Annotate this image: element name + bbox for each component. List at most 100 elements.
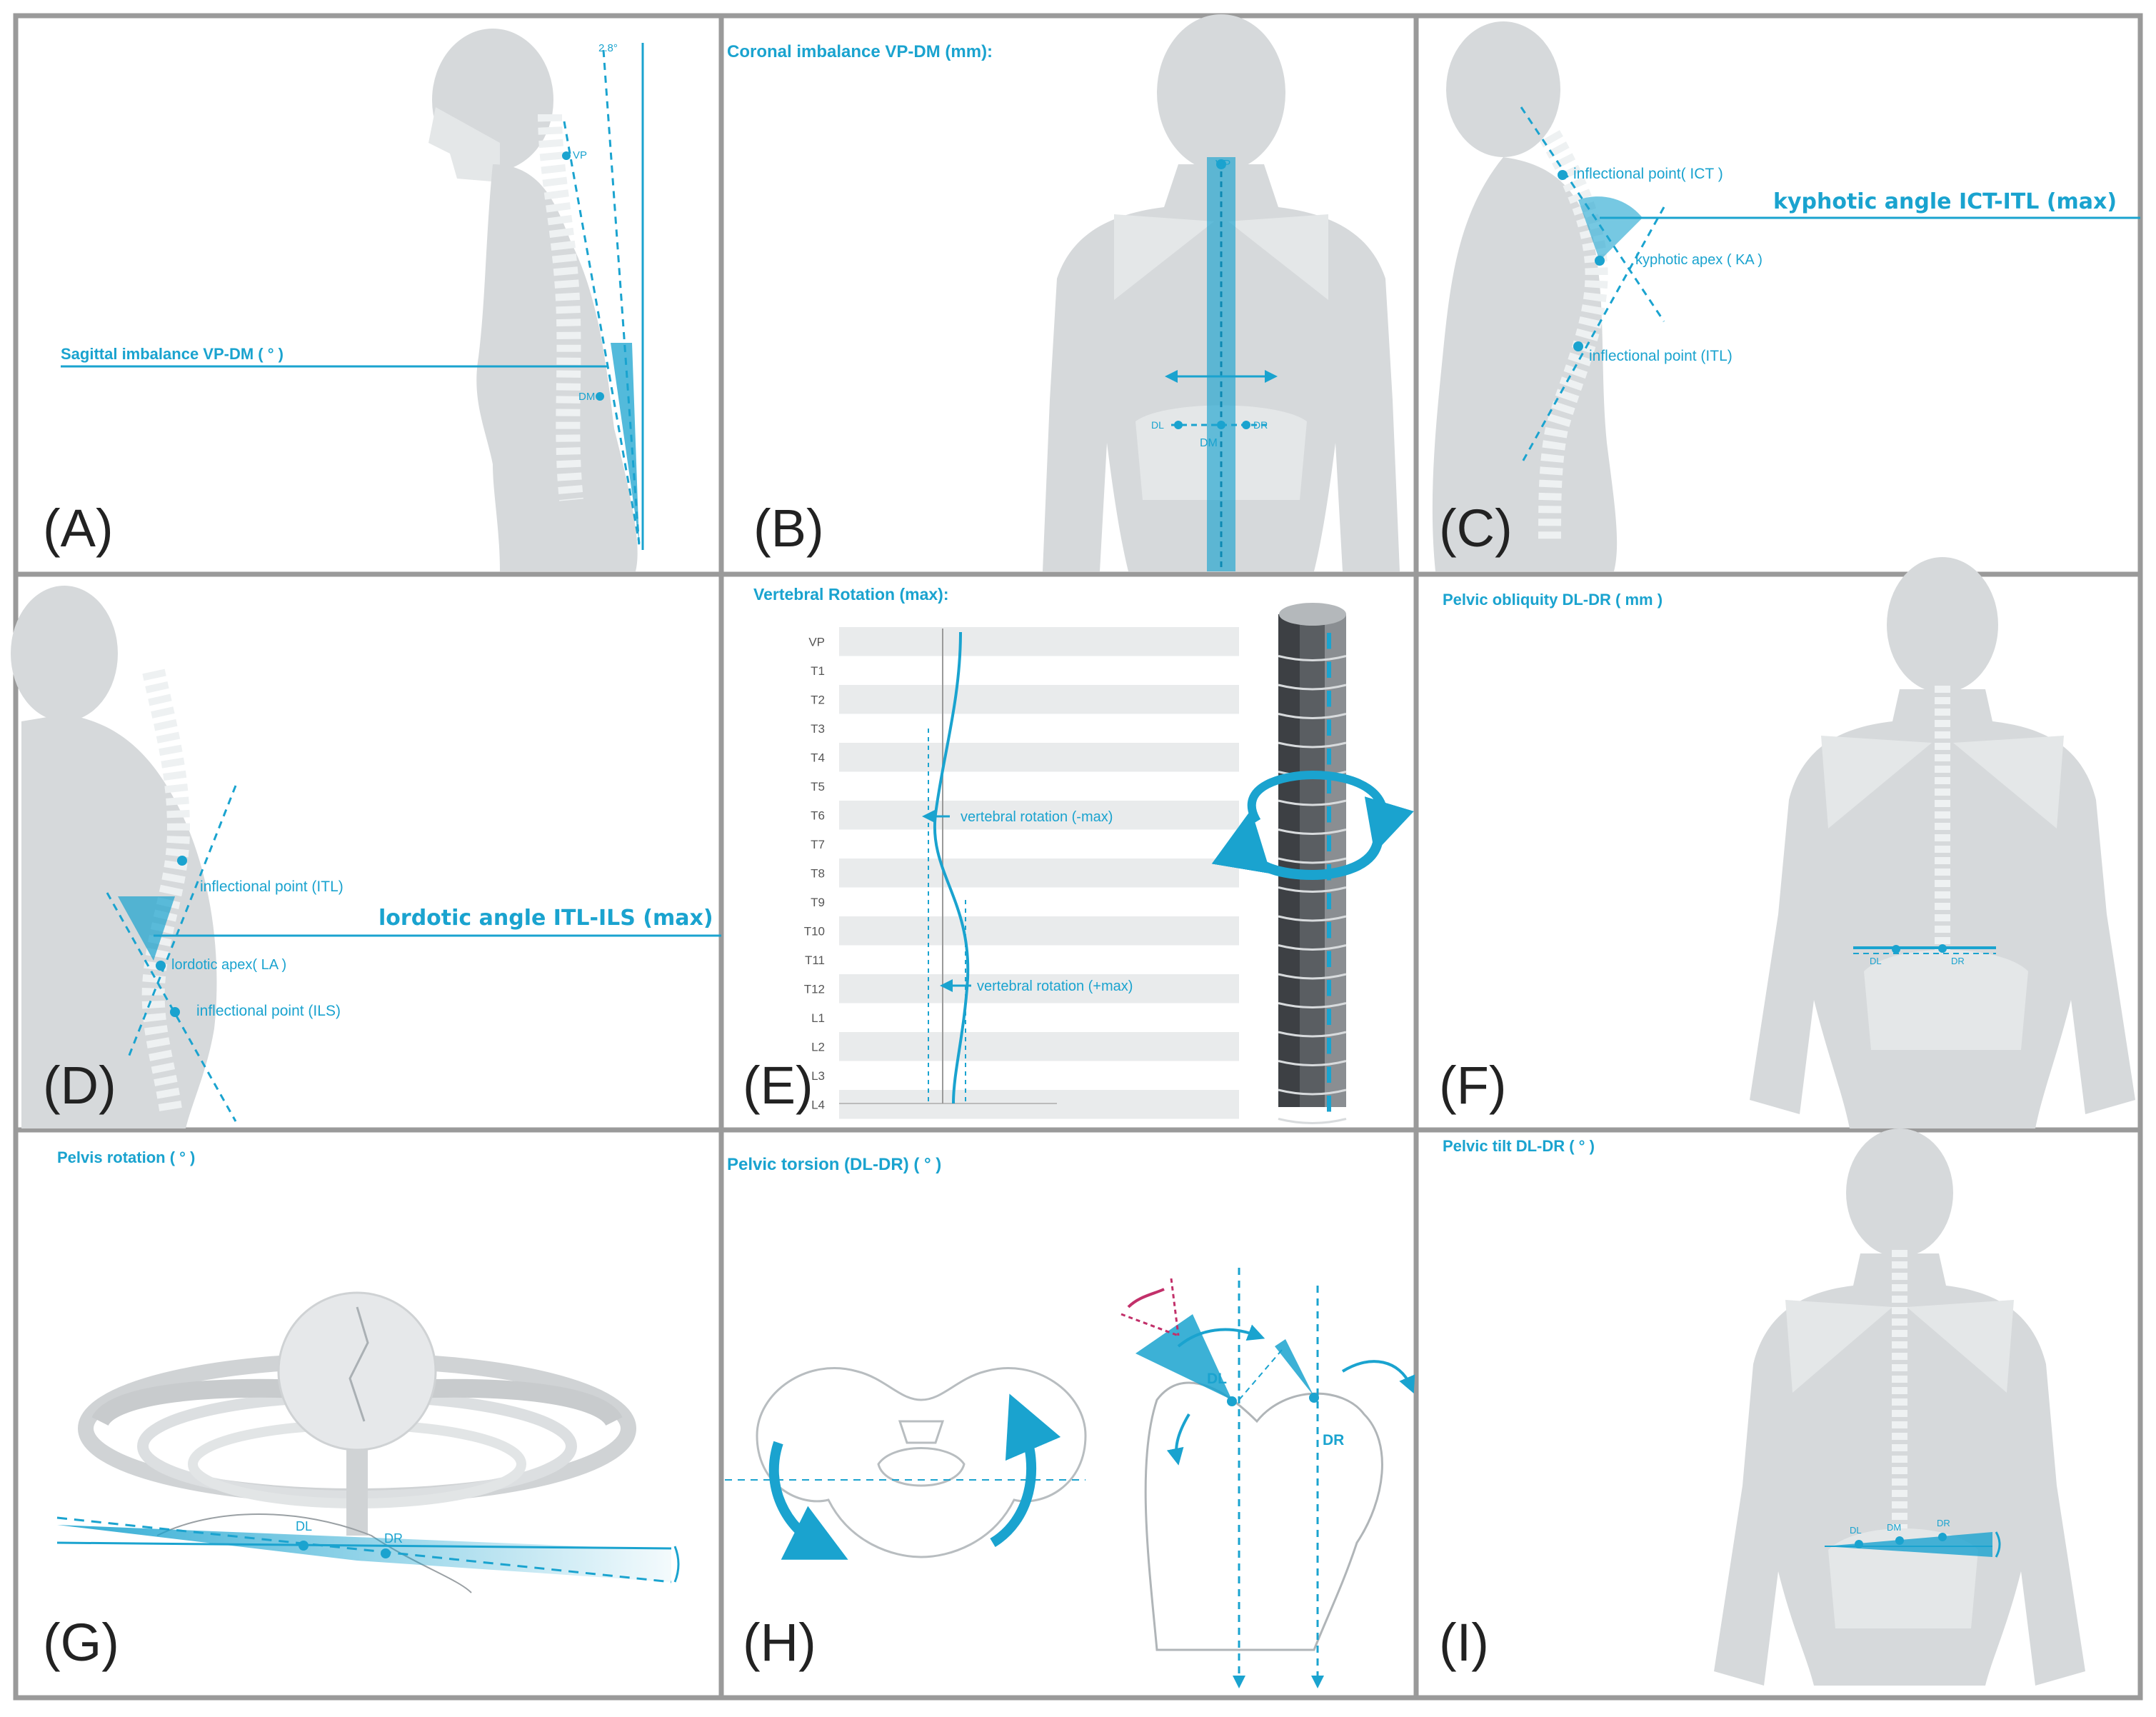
pos-rotation-label: vertebral rotation (+max) xyxy=(977,978,1133,994)
panel-i-title: Pelvic tilt DL-DR ( ° ) xyxy=(1443,1137,1595,1155)
vertebra-marker xyxy=(1327,1008,1331,1025)
dl-label: DL xyxy=(1850,1525,1862,1536)
level-label: T11 xyxy=(805,953,825,967)
vp-label: VP xyxy=(573,149,587,161)
vertebra-disc xyxy=(1278,1060,1347,1066)
dr-label: DR xyxy=(384,1531,403,1546)
level-stripes xyxy=(839,627,1239,1119)
panel-e: Vertebral Rotation (max): VPT1T2T3T4T5T6… xyxy=(743,585,1414,1124)
panel-grid-frame xyxy=(13,13,2143,1701)
vertebra-marker xyxy=(1327,893,1331,909)
spine-column xyxy=(538,114,583,501)
dr-label: DR xyxy=(1951,956,1965,966)
dm-label: DM xyxy=(1200,437,1218,449)
vertebra-marker xyxy=(1327,1038,1331,1054)
vertebra-disc xyxy=(1278,684,1347,691)
vertebra-marker xyxy=(1327,661,1331,678)
itl-label: inflectional point (ITL) xyxy=(200,878,344,895)
panel-d-title: lordotic angle ITL-ILS (max) xyxy=(378,906,713,931)
panel-f-letter: (F) xyxy=(1439,1056,1507,1115)
dl-label: DL xyxy=(1207,1371,1227,1387)
skull-icon xyxy=(1846,1128,1953,1257)
rotation-arrow-icon xyxy=(1247,770,1414,854)
vertebra-marker xyxy=(1327,1096,1331,1112)
panel-g-letter: (G) xyxy=(43,1613,119,1672)
level-stripe xyxy=(839,685,1239,714)
neg-rotation-label: vertebral rotation (-max) xyxy=(961,809,1113,825)
dr-label: DR xyxy=(1253,419,1268,431)
torso-silhouette xyxy=(1432,157,1618,571)
level-label: L1 xyxy=(811,1011,825,1025)
panel-d-letter: (D) xyxy=(43,1056,116,1115)
panel-g: DL DR Pelvis rotation ( ° ) (G) xyxy=(43,1148,680,1672)
vertebra-marker xyxy=(1327,777,1331,794)
level-label: T5 xyxy=(811,780,825,794)
vertebra-marker xyxy=(1327,691,1331,707)
skull-icon xyxy=(277,1291,437,1451)
la-label: lordotic apex( LA ) xyxy=(171,957,286,973)
panel-a-letter: (A) xyxy=(43,499,114,558)
level-stripe xyxy=(839,801,1239,830)
dl-label: DL xyxy=(1870,956,1882,966)
rotation-curve xyxy=(933,631,970,1104)
level-label: T1 xyxy=(811,664,825,678)
panel-b-title: Coronal imbalance VP-DM (mm): xyxy=(727,42,993,61)
level-label: L4 xyxy=(811,1098,825,1111)
torso-silhouette xyxy=(476,164,638,571)
vertebra-disc xyxy=(1278,829,1347,835)
vertebra-marker xyxy=(1327,980,1331,996)
level-label: T3 xyxy=(811,722,825,736)
level-stripe xyxy=(839,743,1239,772)
level-label: VP xyxy=(808,635,825,649)
level-label: T4 xyxy=(811,751,825,764)
vp-label: VP xyxy=(1215,159,1230,171)
vertebra-disc xyxy=(1278,741,1347,749)
dm-label: DM xyxy=(1887,1522,1901,1533)
level-label: T10 xyxy=(804,924,825,938)
vertebra-disc xyxy=(1278,1002,1347,1008)
panel-e-letter: (E) xyxy=(743,1056,813,1115)
vertebra-disc xyxy=(1278,944,1347,951)
pelvis-side-outline xyxy=(1144,1381,1383,1651)
panel-c: inflectional point( ICT ) kyphotic apex … xyxy=(1432,21,2140,571)
level-stripe xyxy=(839,974,1239,1003)
dr-label: DR xyxy=(1323,1432,1344,1448)
vertebra-disc xyxy=(1278,713,1347,719)
vertebra-marker xyxy=(1327,806,1331,823)
level-label: T9 xyxy=(811,896,825,909)
panel-e-title: Vertebral Rotation (max): xyxy=(753,585,949,604)
level-label: T7 xyxy=(811,838,825,851)
skull-icon xyxy=(1157,14,1285,171)
level-stripe xyxy=(839,858,1239,888)
dm-label: DM xyxy=(578,391,595,403)
ils-label: inflectional point (ILS) xyxy=(196,1003,341,1019)
panel-a: 2.8° VP DM Sagittal imbalance VP-DM ( ° … xyxy=(43,29,644,571)
panel-d: inflectional point (ITL) lordotic apex( … xyxy=(11,586,721,1128)
vertebra-marker xyxy=(1327,749,1331,765)
panel-g-title: Pelvis rotation ( ° ) xyxy=(57,1148,195,1166)
level-label: L2 xyxy=(811,1040,825,1053)
panel-f: DL DR Pelvic obliquity DL-DR ( mm ) (F) xyxy=(1439,557,2135,1128)
level-stripe xyxy=(839,1090,1239,1119)
panel-i: DL DM DR Pelvic tilt DL-DR ( ° ) (I) xyxy=(1439,1128,2085,1686)
vertebra-disc xyxy=(1278,857,1347,864)
panel-b: VP DL DM DR Coronal imbalance VP-DM (mm)… xyxy=(727,14,1400,571)
vertebra-marker xyxy=(1327,951,1331,967)
vertebra-disc xyxy=(1278,886,1347,893)
vertebra-disc xyxy=(1278,973,1347,980)
vertebra-marker xyxy=(1327,633,1331,649)
vertebra-disc xyxy=(1278,915,1347,922)
panel-c-title: kyphotic angle ICT-ITL (max) xyxy=(1773,189,2117,214)
skull-icon xyxy=(1887,557,1998,693)
panel-c-letter: (C) xyxy=(1439,499,1513,558)
vertebra-disc xyxy=(1278,799,1347,806)
level-stripe xyxy=(839,627,1239,656)
level-label: T8 xyxy=(811,866,825,880)
skull-icon xyxy=(1446,21,1560,157)
ka-label: kyphotic apex ( KA ) xyxy=(1635,252,1763,268)
level-label: T12 xyxy=(804,982,825,996)
angle-label: 2.8° xyxy=(598,42,618,54)
panel-h-title: Pelvic torsion (DL-DR) ( ° ) xyxy=(727,1155,941,1174)
ict-label: inflectional point( ICT ) xyxy=(1573,166,1723,182)
